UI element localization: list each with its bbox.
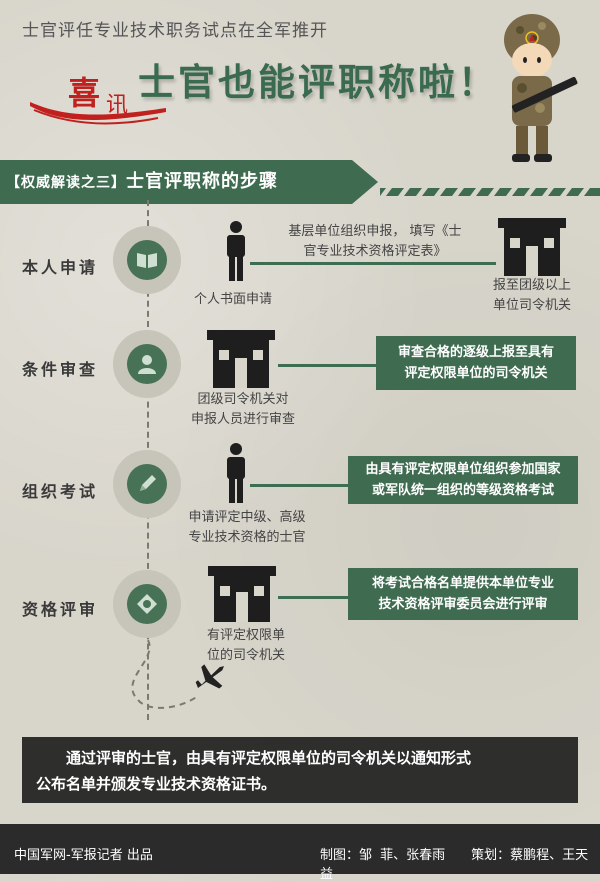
page-subtitle: 士官评任专业技术职务试点在全军推开 bbox=[22, 21, 328, 41]
person-icon bbox=[127, 344, 167, 384]
good-news-brand: 喜 讯 bbox=[30, 74, 166, 125]
person-figure-icon bbox=[227, 443, 245, 503]
building-icon bbox=[208, 566, 276, 622]
step-label-assess: 资格评审 bbox=[22, 600, 99, 619]
connector-line bbox=[278, 596, 350, 599]
emblem-icon bbox=[127, 584, 167, 624]
page-title: 士官也能评职称啦！ bbox=[138, 61, 498, 104]
person-figure-icon bbox=[227, 221, 245, 281]
pencil-icon bbox=[127, 464, 167, 504]
final-summary-box: 通过评审的士官，由具有评定权限单位的司令机关以通知形式 公布名单并颁发专业技术资… bbox=[22, 737, 578, 803]
banner-tag: 【权威解读之三】 bbox=[6, 175, 126, 191]
step3-caption: 申请评定中级、高级专业技术资格的士官 bbox=[188, 510, 306, 545]
step-label-exam: 组织考试 bbox=[22, 482, 99, 501]
jet-icon bbox=[195, 664, 225, 689]
connector-line bbox=[250, 484, 350, 487]
step1-target: 报至团级以上单位司令机关 bbox=[492, 278, 571, 313]
book-icon bbox=[127, 240, 167, 280]
step3-box: 由具有评定权限单位组织参加国家或军队统一组织的等级资格考试 bbox=[348, 456, 578, 504]
footer-credits: 制图：邹 菲、张春雨 策划：蔡鹏程、王天益 bbox=[320, 848, 589, 882]
brand-char-1: 喜 bbox=[68, 74, 100, 112]
final-line-2: 公布名单并颁发专业技术资格证书。 bbox=[36, 775, 277, 793]
building-icon bbox=[498, 218, 566, 276]
step1-caption: 个人书面申请 bbox=[193, 292, 272, 307]
building-icon bbox=[207, 330, 275, 388]
plane-path bbox=[131, 640, 225, 709]
banner-heading: 士官评职称的步骤 bbox=[126, 171, 278, 192]
final-line-1: 通过评审的士官，由具有评定权限单位的司令机关以通知形式 bbox=[36, 749, 472, 767]
soldier-illustration bbox=[504, 14, 578, 162]
step1-note: 基层单位组织申报， 填写《士官专业技术资格评定表》 bbox=[288, 224, 462, 259]
step4-box: 将考试合格名单提供本单位专业技术资格评审委员会进行评审 bbox=[348, 568, 578, 620]
footer-publisher: 中国军网-军报记者 出品 bbox=[14, 848, 153, 863]
step2-box: 审查合格的逐级上报至具有评定权限单位的司令机关 bbox=[376, 336, 576, 390]
step-label-apply: 本人申请 bbox=[22, 258, 99, 277]
step2-caption: 团级司令机关对申报人员进行审查 bbox=[190, 392, 295, 427]
step-label-review: 条件审查 bbox=[22, 360, 99, 379]
footer: 中国军网-军报记者 出品 制图：邹 菲、张春雨 策划：蔡鹏程、王天益 bbox=[0, 824, 600, 882]
step4-caption: 有评定权限单位的司令机关 bbox=[206, 628, 285, 663]
connector-line bbox=[250, 262, 496, 265]
connector-line bbox=[278, 364, 378, 367]
section-banner bbox=[0, 160, 600, 204]
banner-title: 【权威解读之三】士官评职称的步骤 bbox=[6, 167, 278, 193]
brand-char-2: 讯 bbox=[106, 93, 128, 118]
